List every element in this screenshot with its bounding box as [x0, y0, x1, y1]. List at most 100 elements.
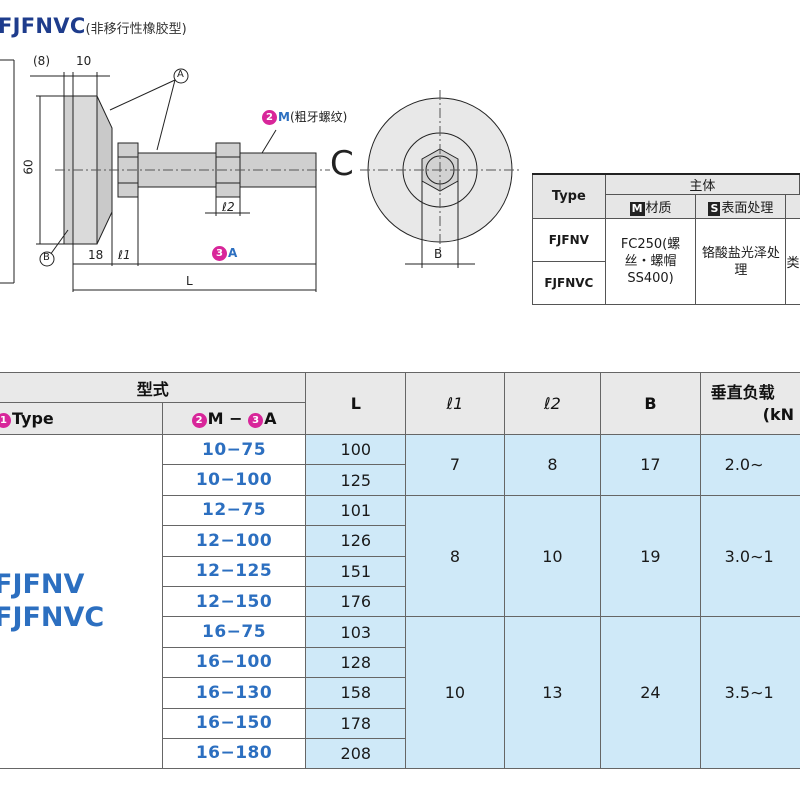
model-code: 10−100 [161, 464, 307, 496]
spec-material-value: FC250(螺丝・螺帽SS400) [604, 218, 697, 305]
dim-L-label: L [186, 274, 193, 288]
dim-l1-label: ℓ1 [118, 248, 131, 262]
L-value: 151 [305, 555, 407, 587]
model-code: 10−75 [161, 433, 307, 466]
dim-l2-label: ℓ2 [222, 200, 235, 214]
header-load-unit: (kN [762, 404, 794, 424]
group-B-value: 17 [600, 434, 701, 496]
title-main: FJFNVC [0, 14, 86, 38]
callout-a: A [177, 69, 184, 80]
model-code: 12−125 [161, 555, 307, 587]
header-l2: ℓ2 [503, 372, 602, 435]
spec-surface-value: 铬酸盐光泽处理 [695, 218, 787, 305]
header-load: 垂直负载 (kN [699, 372, 800, 435]
technical-drawing [0, 59, 520, 292]
dim-a-number: 3 [212, 246, 227, 261]
group-load-value: 3.5∼1 [699, 616, 800, 769]
L-value: 178 [305, 707, 407, 739]
c-mark: C [330, 144, 354, 184]
header-dash: − [229, 409, 243, 428]
model-code: 12−75 [161, 494, 307, 527]
type-name: FJFNV [0, 569, 85, 601]
group-l2-value: 13 [503, 616, 602, 769]
header-m-text: M [207, 409, 224, 428]
group-l1-value: 10 [405, 616, 505, 769]
spec-extra-value: 类 [785, 218, 800, 305]
material-box-icon: M [629, 202, 645, 216]
group-load-value: 2.0∼ [699, 434, 800, 496]
model-code: 16−180 [161, 737, 307, 769]
group-B-value: 24 [600, 616, 701, 769]
group-l2-value: 10 [503, 494, 602, 618]
thread-desc: (粗牙螺纹) [289, 110, 348, 124]
spec-type-2: FJFNVC [532, 261, 606, 305]
header-a-text: A [264, 409, 277, 428]
spec-type-1: FJFNV [532, 218, 606, 262]
L-value: 100 [305, 433, 407, 466]
L-value: 126 [305, 525, 407, 557]
dim-18-label: 18 [88, 248, 104, 262]
header-load-title: 垂直负载 [710, 382, 775, 402]
surface-box-icon: S [708, 202, 721, 216]
model-code: 16−100 [161, 646, 307, 679]
surface-header-text: 表面处理 [721, 201, 774, 216]
group-l1-value: 8 [405, 494, 505, 618]
group-l1-value: 7 [405, 434, 505, 496]
model-code: 12−150 [161, 585, 307, 618]
thread-m: M [278, 110, 290, 124]
title-sub: (非移行性橡胶型) [85, 22, 187, 37]
material-header-text: 材质 [645, 201, 672, 216]
group-load-value: 3.0∼1 [699, 494, 800, 618]
header-L: L [305, 372, 407, 435]
dim-60-label: 60 [21, 159, 36, 175]
thread-number: 2 [262, 110, 277, 125]
model-code: 12−100 [161, 525, 307, 557]
dim-10-label: 10 [76, 54, 92, 68]
a-number-icon: 3 [248, 413, 264, 428]
model-code: 16−150 [161, 707, 307, 739]
type-number-icon: 1 [0, 413, 11, 428]
group-l2-value: 8 [503, 434, 602, 496]
dim-B-label: B [434, 247, 443, 261]
header-l1: ℓ1 [405, 372, 505, 435]
header-B: B [600, 372, 701, 435]
L-value: 128 [305, 646, 407, 679]
dim-a-text: A [228, 246, 238, 260]
L-value: 103 [305, 616, 407, 648]
spec-main-header: 主体 [604, 173, 800, 195]
L-value: 101 [305, 494, 407, 527]
dim-8-label: (8) [33, 54, 50, 68]
m-number-icon: 2 [191, 413, 207, 428]
L-value: 176 [305, 585, 407, 618]
L-value: 158 [305, 677, 407, 709]
header-type-text: Type [12, 409, 54, 428]
model-code: 16−130 [161, 677, 307, 709]
spec-type-header: Type [532, 173, 606, 219]
type-name: FJFNVC [0, 602, 105, 634]
L-value: 125 [305, 464, 407, 496]
page-title: FJFNVC(非移行性橡胶型) [0, 14, 187, 38]
L-value: 208 [305, 737, 407, 769]
callout-b: B [43, 252, 50, 263]
group-B-value: 19 [600, 494, 701, 618]
model-code: 16−75 [161, 616, 307, 648]
